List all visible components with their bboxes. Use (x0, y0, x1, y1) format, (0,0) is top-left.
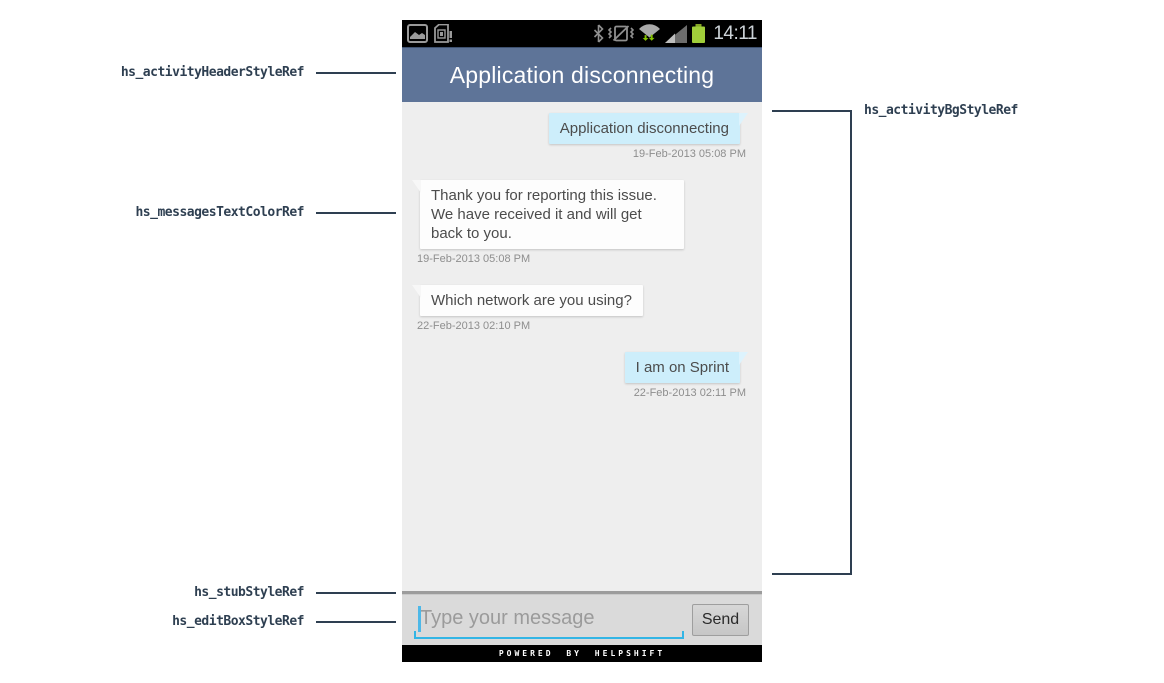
battery-icon (692, 24, 706, 43)
message-input[interactable] (420, 605, 682, 631)
status-bar-left (407, 24, 453, 43)
activity-title: Application disconnecting (449, 61, 715, 88)
annotation-line (316, 72, 396, 74)
powered-by-text: POWERED BY HELPSHIFT (498, 649, 666, 658)
phone-screenshot: 14:11 Application disconnecting Applicat… (402, 20, 762, 662)
wifi-icon (639, 24, 661, 41)
chat-area: Application disconnecting 19-Feb-2013 05… (402, 102, 762, 591)
annotation-line (316, 592, 396, 594)
gallery-icon (407, 24, 428, 43)
bubble-tail (412, 285, 421, 298)
message-timestamp: 22-Feb-2013 02:10 PM (417, 320, 531, 332)
bubble-tail (739, 352, 748, 365)
message-timestamp: 19-Feb-2013 05:08 PM (632, 148, 746, 160)
bubble-tail (412, 180, 421, 193)
send-button[interactable]: Send (692, 604, 749, 636)
annotation-messages-text-color: hs_messagesTextColorRef (135, 205, 304, 220)
message-timestamp: 22-Feb-2013 02:11 PM (633, 387, 746, 399)
message-row: Application disconnecting 19-Feb-2013 05… (402, 113, 762, 180)
annotation-line (316, 621, 396, 623)
message-bubble-admin: Which network are you using? (412, 285, 643, 316)
message-bubble-admin: Thank you for reporting this issue. We h… (412, 180, 684, 249)
sim-alert-icon (434, 24, 452, 43)
message-bubble-user: Application disconnecting (548, 113, 748, 144)
message-text: I am on Sprint (635, 359, 729, 376)
message-text: Thank you for reporting this issue. We h… (431, 187, 657, 242)
activity-header: Application disconnecting (402, 47, 762, 102)
message-bubble-user: I am on Sprint (624, 352, 748, 383)
annotation-activity-header-style: hs_activityHeaderStyleRef (120, 65, 305, 80)
annotation-stub-style: hs_stubStyleRef (194, 585, 304, 600)
status-time: 14:11 (713, 23, 757, 44)
composer-bar: Send (402, 595, 762, 645)
message-timestamp: 19-Feb-2013 05:08 PM (417, 253, 531, 265)
annotation-editbox-style: hs_editBoxStyleRef (172, 614, 304, 629)
message-text: Which network are you using? (431, 292, 632, 309)
bubble-tail (739, 113, 748, 126)
bluetooth-icon (594, 24, 604, 43)
status-bar-right: 14:11 (593, 24, 757, 43)
message-row: Thank you for reporting this issue. We h… (402, 180, 762, 285)
message-row: Which network are you using? 22-Feb-2013… (402, 285, 762, 352)
message-row: I am on Sprint 22-Feb-2013 02:11 PM (402, 352, 762, 419)
vibrate-icon (608, 25, 635, 42)
message-text: Application disconnecting (559, 120, 729, 137)
message-edit-box[interactable] (414, 601, 684, 639)
annotation-line (316, 212, 396, 214)
annotation-activity-bg-style: hs_activityBgStyleRef (864, 103, 1018, 118)
edit-underline (414, 631, 684, 639)
status-bar: 14:11 (402, 20, 762, 47)
annotation-bracket (772, 110, 852, 575)
signal-icon (665, 24, 688, 43)
stub-divider (402, 591, 762, 595)
text-cursor (418, 606, 421, 632)
powered-by-footer: POWERED BY HELPSHIFT (402, 645, 762, 662)
